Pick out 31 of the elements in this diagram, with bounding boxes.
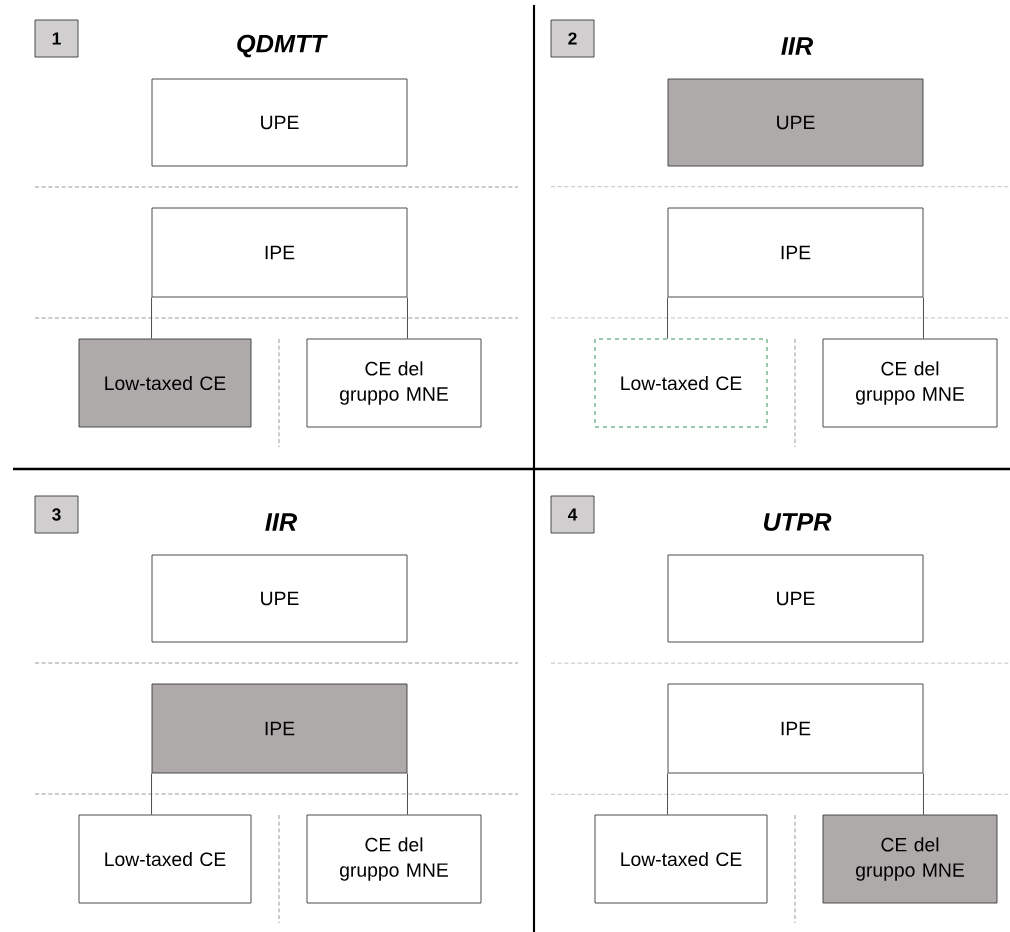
number-box: 2 (550, 19, 595, 58)
number-box: 1 (34, 19, 79, 58)
entity-box: UPE (667, 554, 924, 643)
entity-box: Low-taxed CE (594, 814, 768, 904)
entity-box: IPE (151, 207, 408, 298)
connector-line (151, 297, 152, 339)
entity-box: Low-taxed CE (594, 338, 768, 428)
entity-box: UPE (151, 554, 408, 643)
connector-line (667, 773, 668, 815)
section-title: IIR (781, 37, 813, 55)
entity-box: CE del gruppo MNE (306, 814, 482, 904)
section-title: IIR (265, 513, 297, 531)
connector-line (667, 297, 668, 339)
connector-line (407, 773, 408, 815)
entity-box: UPE (151, 78, 408, 167)
entity-box: CE del gruppo MNE (822, 814, 998, 904)
connector-line (923, 297, 924, 339)
entity-box: UPE (667, 78, 924, 167)
connector-line (151, 773, 152, 815)
connector-line (923, 773, 924, 815)
section-title: UTPR (764, 513, 832, 531)
number-box: 4 (550, 495, 595, 534)
number-box: 3 (34, 495, 79, 534)
entity-box: Low-taxed CE (78, 338, 252, 428)
entity-box: IPE (667, 683, 924, 774)
entity-box: CE del gruppo MNE (306, 338, 482, 428)
entity-box: Low-taxed CE (78, 814, 252, 904)
entity-box: CE del gruppo MNE (822, 338, 998, 428)
entity-box: IPE (151, 683, 408, 774)
entity-box: IPE (667, 207, 924, 298)
connector-line (407, 297, 408, 339)
